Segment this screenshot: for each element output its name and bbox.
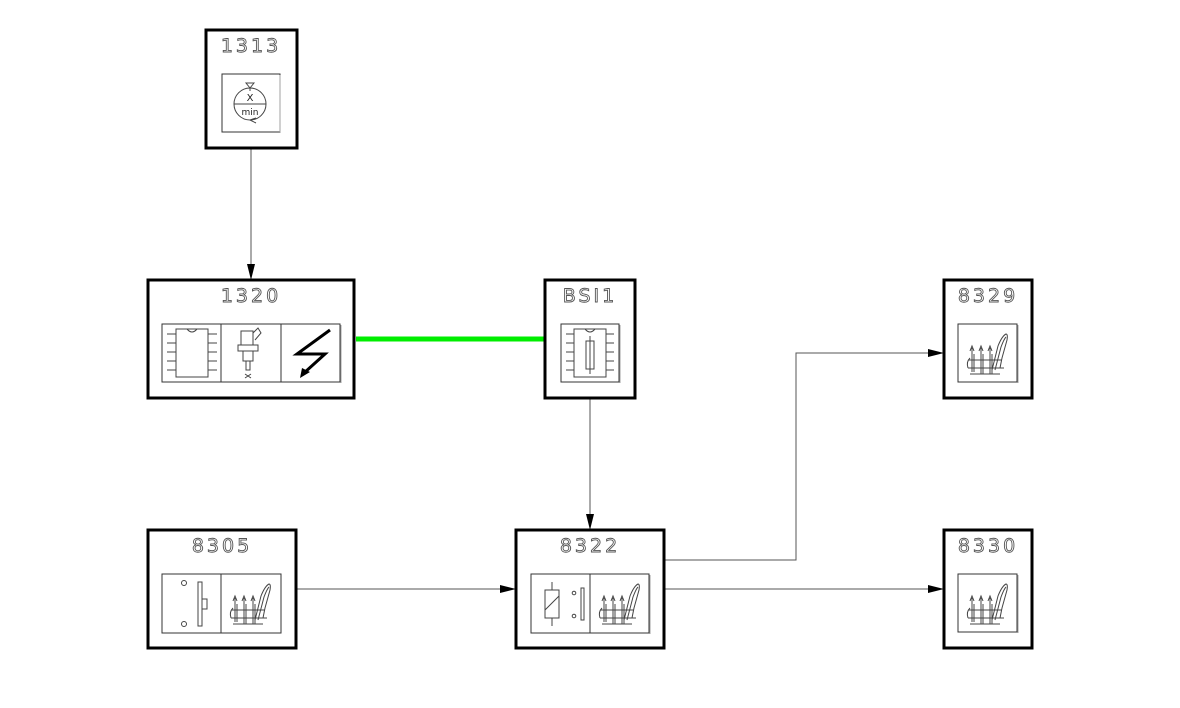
node-1320[interactable]: 1320 xyxy=(146,278,356,400)
arrow-head xyxy=(247,264,255,280)
node-label: BSI1 xyxy=(563,285,617,307)
connection-8322-to-8330 xyxy=(665,585,944,593)
node-BSI1[interactable]: BSI1 xyxy=(543,278,637,400)
connection-8305-to-8322 xyxy=(297,585,516,593)
node-label: 1313 xyxy=(221,35,281,57)
ecu-chip-icon xyxy=(161,323,222,383)
heated-seat-icon xyxy=(589,573,651,634)
node-1313[interactable]: 1313 X min xyxy=(204,28,299,150)
node-label: 1320 xyxy=(221,285,281,307)
heated-seat-icon xyxy=(957,573,1019,633)
injector-icon xyxy=(220,323,282,383)
speed-sensor-top-text: X xyxy=(247,93,254,104)
node-label: 8329 xyxy=(958,285,1018,307)
connection-BSI1-to-8322 xyxy=(586,399,594,530)
node-label: 8330 xyxy=(958,535,1018,557)
connection-8322-to-8329 xyxy=(665,349,944,561)
connection-1313-to-1320 xyxy=(247,149,255,280)
arrow-head xyxy=(928,349,944,357)
speed-sensor-bottom-text: min xyxy=(242,108,259,118)
node-8322[interactable]: 8322 xyxy=(514,528,666,650)
heated-seat-icon xyxy=(220,573,282,634)
node-label: 8322 xyxy=(560,535,620,557)
switch-icon xyxy=(161,573,222,634)
arrow-head xyxy=(500,585,516,593)
node-label: 8305 xyxy=(192,535,252,557)
arrow-head xyxy=(928,585,944,593)
engine-speed-sensor-icon: X min xyxy=(221,73,281,133)
arrow-head xyxy=(586,514,594,530)
node-8305[interactable]: 8305 xyxy=(146,528,298,650)
ignition-icon xyxy=(280,323,342,383)
wire xyxy=(665,352,934,561)
node-8329[interactable]: 8329 xyxy=(942,278,1034,400)
relay-icon xyxy=(530,573,591,634)
node-8330[interactable]: 8330 xyxy=(942,528,1034,650)
heated-seat-icon xyxy=(957,323,1019,383)
fuse-chip-icon xyxy=(560,323,621,383)
